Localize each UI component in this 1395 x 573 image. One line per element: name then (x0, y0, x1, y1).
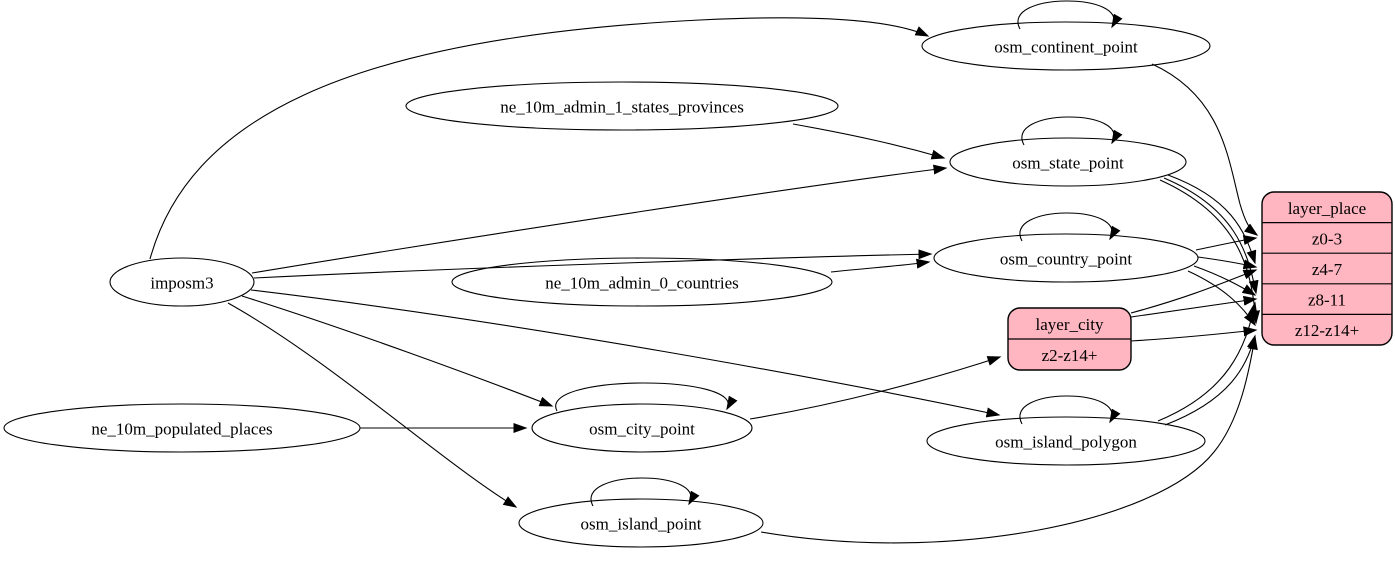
node-osm_island_point: osm_island_point (518, 498, 764, 548)
edge-layer_city-to-layer_place-z8-11 (1130, 295, 1258, 318)
node-shape-imposm3 (109, 257, 255, 307)
edge-osm_island_point-to-osm_island_point (590, 477, 700, 507)
node-label-ne_10m_populated_places: ne_10m_populated_places (91, 420, 272, 439)
node-label-osm_city_point: osm_city_point (589, 420, 695, 439)
edge-imposm3-to-osm_city_point (241, 295, 554, 407)
node-ne_10m_admin_0_countries: ne_10m_admin_0_countries (451, 257, 833, 307)
edge-osm_island_polygon-to-osm_island_polygon (1019, 395, 1121, 425)
edge-osm_state_point-to-layer_place-z4-7 (1167, 174, 1257, 265)
node-shape-osm_continent_point (921, 21, 1211, 71)
node-osm_state_point: osm_state_point (949, 137, 1187, 187)
edge-osm_city_point-to-osm_city_point (555, 382, 738, 412)
record-row-layer_place-z0-3: z0-3 (1312, 229, 1342, 248)
record-row-layer_place-z4-7: z4-7 (1312, 260, 1343, 279)
edge-osm_continent_point-to-osm_continent_point (1017, 0, 1123, 30)
record-row-layer_city-z2-z14+: z2-z14+ (1042, 346, 1098, 365)
node-label-osm_continent_point: osm_continent_point (994, 38, 1138, 57)
edge-osm_island_point-to-layer_place-z12-z14+ (760, 335, 1258, 544)
edge-imposm3-to-osm_island_point (227, 302, 518, 508)
edge-osm_country_point-to-osm_country_point (1019, 212, 1121, 242)
node-osm_city_point: osm_city_point (531, 403, 753, 453)
node-shape-osm_city_point (531, 403, 753, 453)
node-label-ne_10m_admin_1_states_provinces: ne_10m_admin_1_states_provinces (500, 98, 744, 117)
edge-osm_city_point-to-layer_city-z2-z14+ (749, 356, 1002, 420)
edge-imposm3-to-osm_state_point (251, 164, 948, 274)
edge-imposm3-to-osm_country_point (253, 249, 933, 279)
edge-imposm3-to-osm_island_polygon (250, 289, 1001, 418)
record-layer_city: layer_city z2-z14+ (1007, 307, 1132, 371)
edge-osm_continent_point-to-layer_place-z0-3 (1151, 63, 1259, 236)
record-row-layer_place-z12-z14+: z12-z14+ (1295, 321, 1359, 340)
record-title-layer_place: layer_place (1288, 199, 1366, 218)
edge-osm_state_point-to-osm_state_point (1021, 116, 1123, 146)
node-label-imposm3: imposm3 (150, 274, 213, 293)
node-shape-osm_island_polygon (926, 416, 1206, 466)
node-imposm3: imposm3 (109, 257, 255, 307)
node-shape-ne_10m_admin_1_states_provinces (405, 81, 839, 131)
node-osm_continent_point: osm_continent_point (921, 21, 1211, 71)
edge-layer_city-to-layer_place-z4-7 (1130, 269, 1258, 314)
node-label-osm_island_polygon: osm_island_polygon (995, 433, 1137, 452)
edge-ne_10m_admin_1_states_provinces-to-osm_state_point (792, 123, 946, 160)
edge-imposm3-to-osm_continent_point (149, 17, 930, 260)
edge-osm_country_point-to-layer_place-z12-z14+ (1187, 270, 1256, 327)
node-ne_10m_admin_1_states_provinces: ne_10m_admin_1_states_provinces (405, 81, 839, 131)
node-shape-osm_state_point (949, 137, 1187, 187)
record-row-layer_place-z8-11: z8-11 (1308, 291, 1346, 310)
node-osm_country_point: osm_country_point (933, 233, 1199, 283)
node-osm_island_polygon: osm_island_polygon (926, 416, 1206, 466)
node-shape-ne_10m_admin_0_countries (451, 257, 833, 307)
edge-osm_country_point-to-layer_place-z4-7 (1197, 256, 1258, 270)
node-ne_10m_populated_places: ne_10m_populated_places (3, 403, 361, 453)
record-layer_place: layer_place z0-3 z4-7 z8-11 z12-z14+ (1261, 191, 1393, 346)
record-shape-layer_place (1261, 191, 1393, 346)
node-shape-osm_country_point (933, 233, 1199, 283)
node-shape-osm_island_point (518, 498, 764, 548)
edge-layer_city-to-layer_place-z12-z14+ (1130, 326, 1258, 342)
edge-osm_island_polygon-to-layer_place-z8-11 (1157, 301, 1258, 422)
node-label-osm_island_point: osm_island_point (581, 515, 702, 534)
record-title-layer_city: layer_city (1036, 315, 1104, 334)
edge-ne_10m_admin_0_countries-to-osm_country_point (830, 258, 931, 273)
edge-osm_country_point-to-layer_place-z0-3 (1195, 235, 1258, 251)
node-label-ne_10m_admin_0_countries: ne_10m_admin_0_countries (545, 274, 739, 293)
node-label-osm_state_point: osm_state_point (1012, 154, 1124, 173)
node-label-osm_country_point: osm_country_point (1000, 250, 1132, 269)
